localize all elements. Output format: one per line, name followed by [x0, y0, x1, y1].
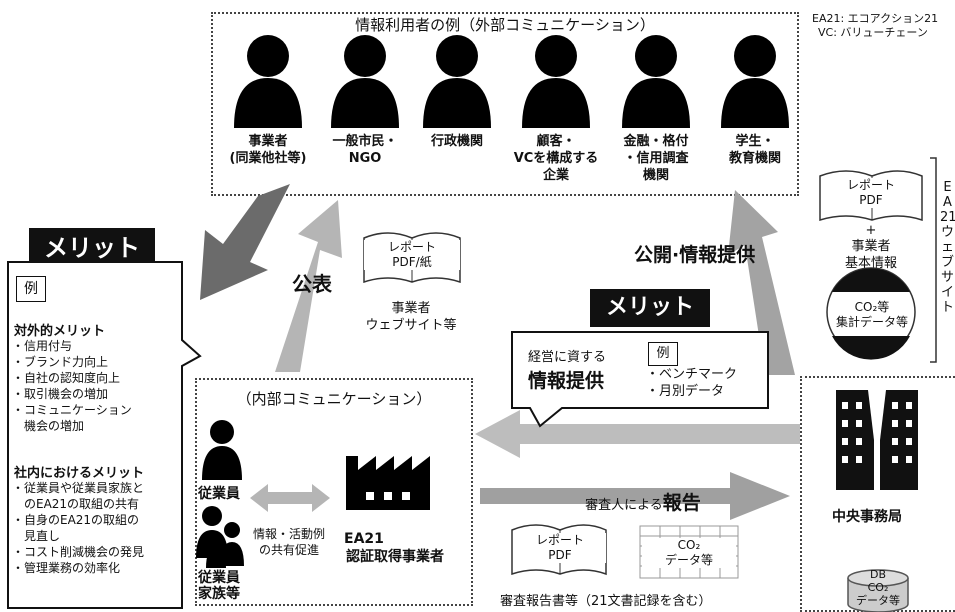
- arrow-report-to-central: [480, 472, 790, 520]
- user-label-citizen: 一般市民・NGO: [332, 134, 398, 166]
- merit-left-example-box: 例: [16, 276, 46, 302]
- merit-left-internal-list: ・従業員や従業員家族と のEA21の取組の共有 ・自身のEA21の取組の 見直し…: [12, 481, 145, 575]
- user-label-government: 行政機関: [430, 134, 483, 149]
- publish-label: 公表: [292, 272, 332, 296]
- internal-title: （内部コミュニケーション）: [236, 390, 432, 408]
- internal-communication-box: [195, 378, 473, 606]
- central-office-label: 中央事務局: [832, 509, 902, 525]
- public-info-plus: +: [865, 223, 877, 238]
- user-label-finance: 金融・格付・信用調査機関: [623, 134, 689, 183]
- arrow-publish-up: [275, 200, 342, 372]
- merit-left-internal-heading: 社内におけるメリット: [14, 466, 145, 481]
- family-label: 従業員家族等: [198, 570, 240, 602]
- legend-vc: VC: バリューチェーン: [818, 26, 928, 39]
- person-icon-government: [423, 35, 491, 128]
- merit-right-example-box: 例: [648, 342, 678, 366]
- factory-icon: [346, 456, 430, 510]
- merit-right-sub: 経営に資する: [528, 350, 607, 365]
- legend-ea21: EA21: エコアクション21: [812, 12, 939, 25]
- public-info-co2: CO₂等集計データ等: [835, 300, 908, 329]
- report-label: 審査人による報告: [585, 492, 701, 514]
- person-icon-finance: [622, 35, 690, 128]
- arrow-share-double: [250, 484, 330, 512]
- arrow-central-to-company: [475, 410, 800, 458]
- user-label-customer: 顧客・VCを構成する企業: [513, 134, 599, 183]
- report-caption: 審査報告書等（21文書記録を含む）: [500, 594, 712, 609]
- publish-site-label: 事業者ウェブサイト等: [365, 301, 457, 333]
- employee-icon: [202, 420, 242, 480]
- arrow-external-to-internal: [200, 184, 290, 300]
- user-label-student: 学生・教育機関: [728, 134, 781, 166]
- legend: EA21: エコアクション21 VC: バリューチェーン: [812, 12, 938, 40]
- merit-left-external-heading: 対外的メリット: [14, 324, 106, 339]
- share-label: 情報・活動例の共有促進: [252, 527, 325, 557]
- person-icon-customer: [522, 35, 590, 128]
- merit-right-items: ・ベンチマーク・月別データ: [646, 367, 738, 399]
- person-icon-business: [234, 35, 302, 128]
- merit-right-tag: メリット: [590, 289, 710, 327]
- public-info-label: 公開·情報提供: [634, 244, 756, 266]
- person-icon-student: [721, 35, 789, 128]
- employee-label: 従業員: [198, 486, 240, 502]
- external-title: 情報利用者の例（外部コミュニケーション）: [355, 16, 655, 34]
- person-icon-citizen: [331, 35, 399, 128]
- user-label-business: 事業者(同業他社等): [229, 134, 307, 166]
- external-communication-box: [211, 12, 799, 196]
- arrow-central-to-external: [728, 190, 795, 375]
- merit-left-external-list: ・信用付与 ・ブランド力向上 ・自社の認知度向上 ・取引機会の増加 ・コミュニケ…: [12, 339, 132, 433]
- merit-right-main: 情報提供: [528, 370, 605, 392]
- family-icon: [196, 506, 244, 568]
- public-info-basic: 事業者基本情報: [844, 239, 897, 271]
